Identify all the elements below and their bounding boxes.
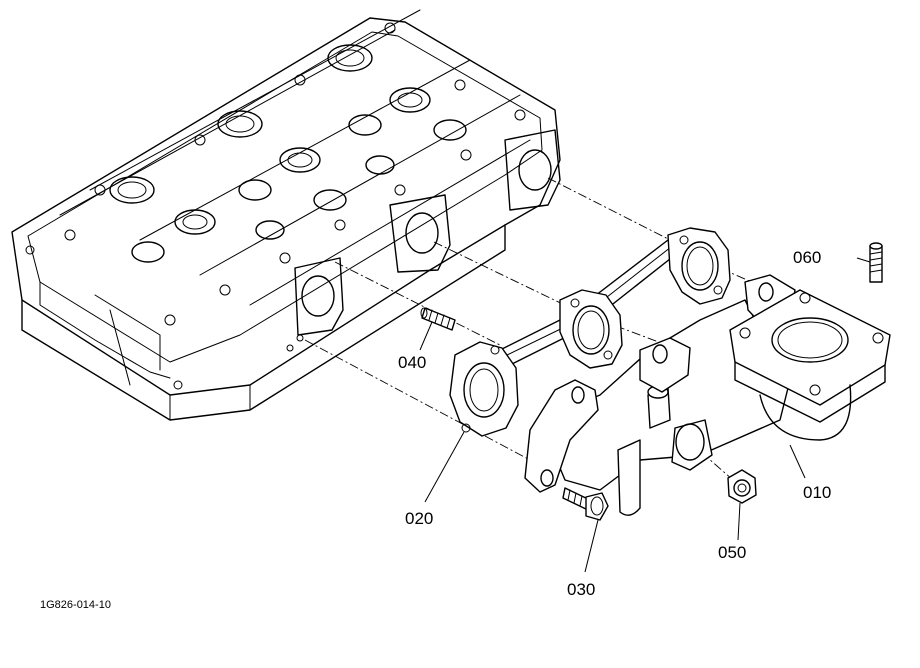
exhaust-manifold-010 <box>524 274 891 516</box>
bolt-holes <box>25 22 526 390</box>
stud-040 <box>420 307 456 331</box>
callout-040: 040 <box>398 353 426 372</box>
bolt-030 <box>562 487 609 521</box>
gasket-020 <box>449 227 731 437</box>
reference-code: 1G826-014-10 <box>40 599 111 611</box>
exhaust-ports <box>294 129 561 336</box>
nut-050 <box>727 469 757 504</box>
callout-020: 020 <box>405 509 433 528</box>
valve-ports <box>109 44 467 263</box>
stud-060 <box>869 242 883 283</box>
callout-030: 030 <box>567 580 595 599</box>
callout-labels: 060 040 010 020 050 030 <box>398 248 831 599</box>
callout-060: 060 <box>793 248 821 267</box>
callout-010: 010 <box>803 483 831 502</box>
leader-lines <box>419 257 871 573</box>
callout-050: 050 <box>718 543 746 562</box>
cylinder-head <box>11 9 561 421</box>
